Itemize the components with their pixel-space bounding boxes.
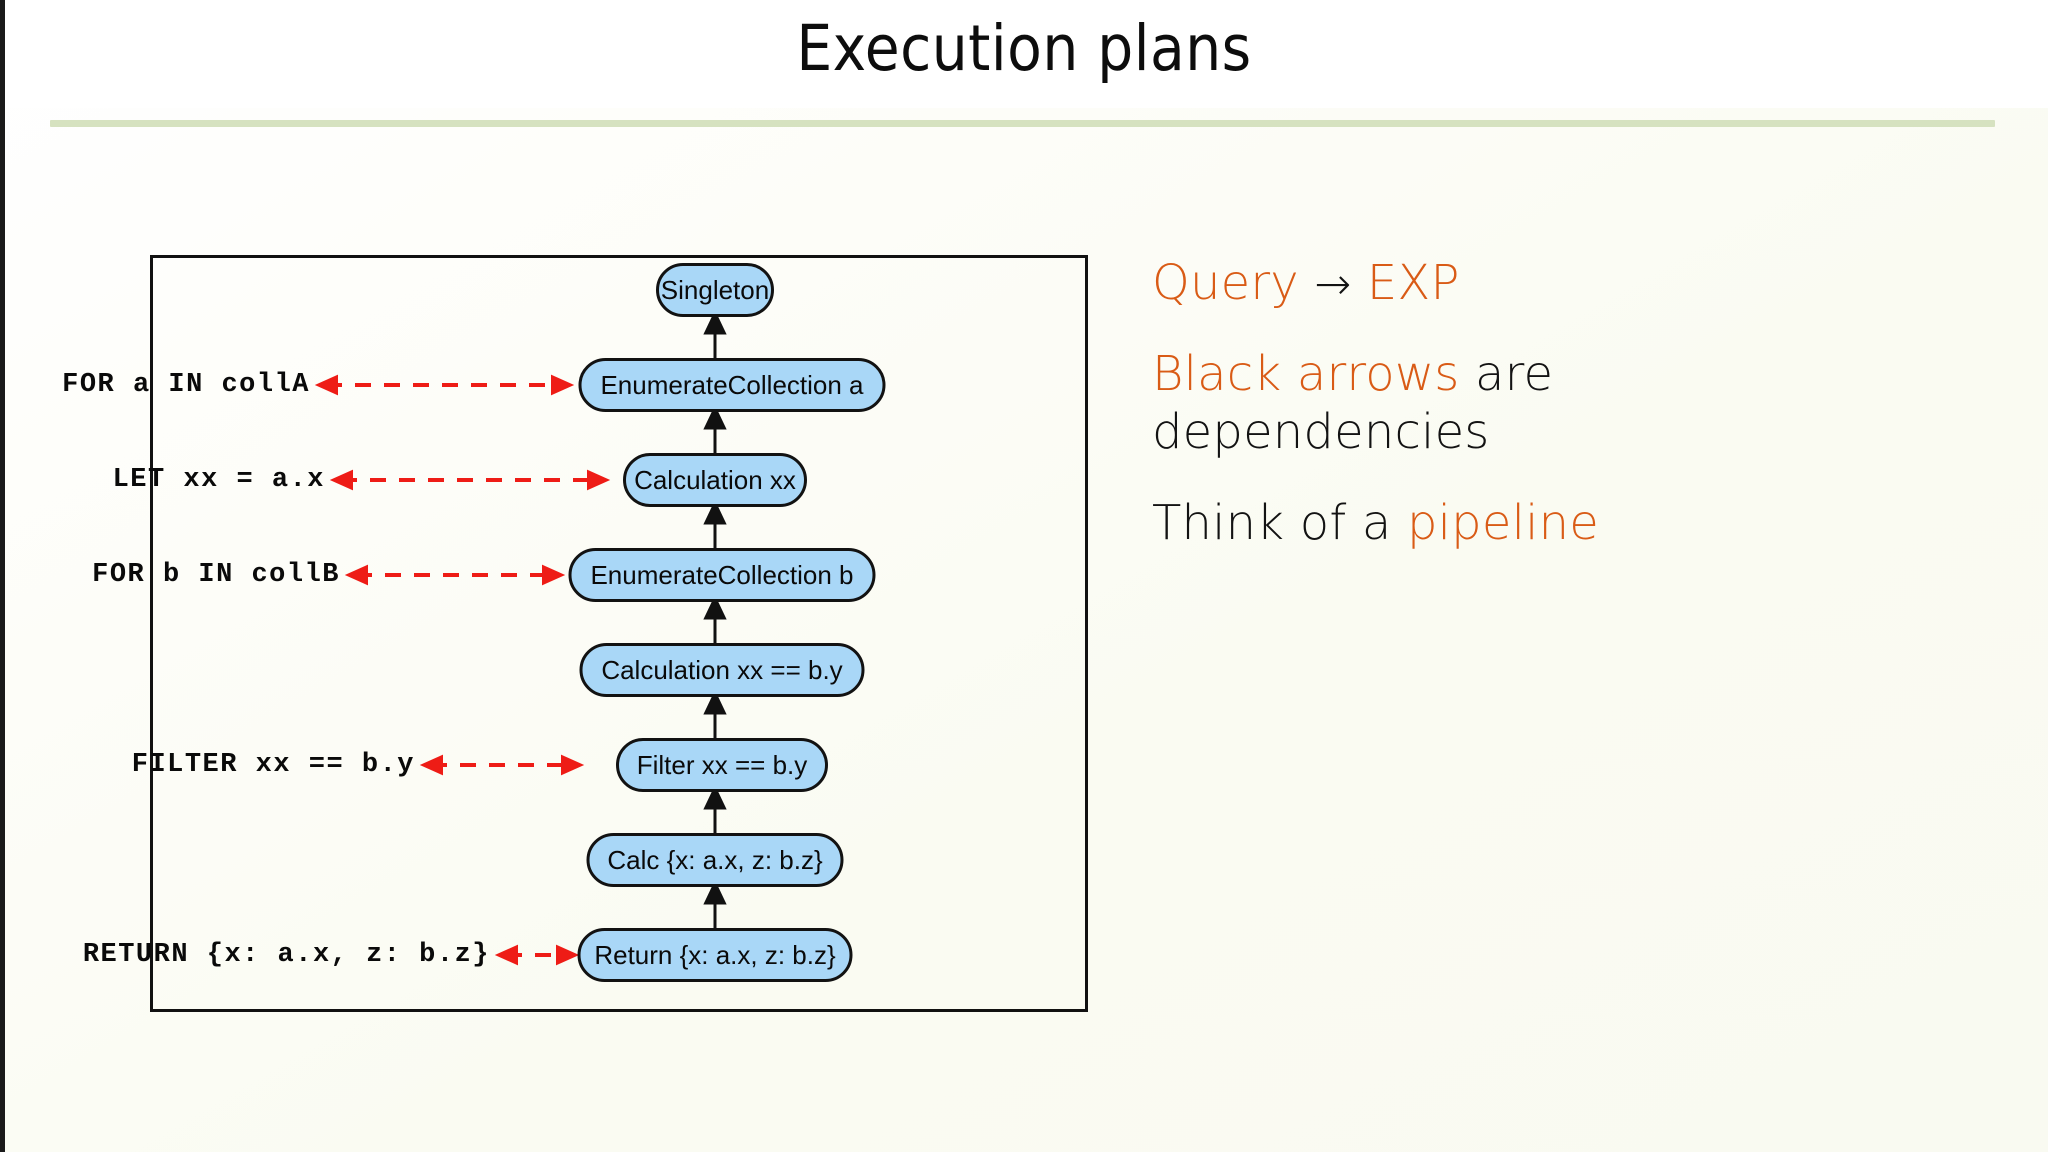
note3-dependencies: dependencies	[1152, 404, 1490, 461]
pipeline-node-label: Calculation xx == b.y	[601, 654, 843, 685]
query-label-let-xx: LET xx = a.x	[112, 465, 325, 495]
right-arrow-icon: →	[1314, 259, 1352, 310]
pipeline-node-calc-eq: Calculation xx == b.y	[579, 643, 865, 697]
note-think-pipeline: Think of a pipeline	[1152, 495, 1982, 552]
note-black-arrows-are: Black arrows are	[1152, 346, 1982, 403]
pipeline-node-label: Calculation xx	[634, 464, 796, 495]
pipeline-node-label: Calc {x: a.x, z: b.z}	[607, 844, 823, 875]
query-label-filter: FILTER xx == b.y	[131, 750, 415, 780]
query-mapping-arrow-layer	[314, 374, 611, 966]
pipeline-node-calc-xx: Calculation xx	[623, 453, 807, 507]
query-label-for-a: FOR a IN collA	[62, 370, 310, 400]
note-dependencies: dependencies	[1152, 404, 1982, 461]
title-divider-rule	[50, 120, 1995, 127]
note4-pipeline: pipeline	[1406, 494, 1599, 551]
note4-think-of-a: Think of a	[1152, 494, 1392, 551]
note1-exp: EXP	[1366, 255, 1460, 311]
pipeline-node-label: Singleton	[660, 274, 770, 305]
pipeline-node-enum-a: EnumerateCollection a	[578, 358, 886, 412]
pipeline-node-label: Return {x: a.x, z: b.z}	[594, 939, 836, 970]
query-label-return: RETURN {x: a.x, z: b.z}	[82, 940, 490, 970]
page-title: Execution plans	[796, 12, 1252, 85]
query-label-for-b: FOR b IN collB	[92, 560, 340, 590]
note-query-to-exp: Query → EXP	[1152, 255, 1982, 312]
pipeline-node-filter: Filter xx == b.y	[616, 738, 828, 792]
note1-query: Query	[1152, 255, 1299, 311]
diagram-svg-layer	[314, 309, 727, 966]
header-band	[5, 0, 2048, 108]
pipeline-node-label: EnumerateCollection b	[590, 559, 854, 590]
pipeline-node-calc-proj: Calc {x: a.x, z: b.z}	[586, 833, 844, 887]
pipeline-node-label: EnumerateCollection a	[600, 369, 864, 400]
pipeline-node-enum-b: EnumerateCollection b	[568, 548, 876, 602]
pipeline-node-return: Return {x: a.x, z: b.z}	[577, 928, 853, 982]
pipeline-node-label: Filter xx == b.y	[636, 749, 808, 780]
notes-column: Query → EXP Black arrows are dependencie…	[1152, 255, 1982, 552]
note2-black-arrows: Black arrows	[1152, 345, 1460, 402]
pipeline-node-singleton: Singleton	[656, 263, 774, 317]
diagram-frame-border	[150, 255, 1088, 1012]
left-edge-strip	[0, 0, 5, 1152]
note2-are: are	[1474, 345, 1554, 402]
